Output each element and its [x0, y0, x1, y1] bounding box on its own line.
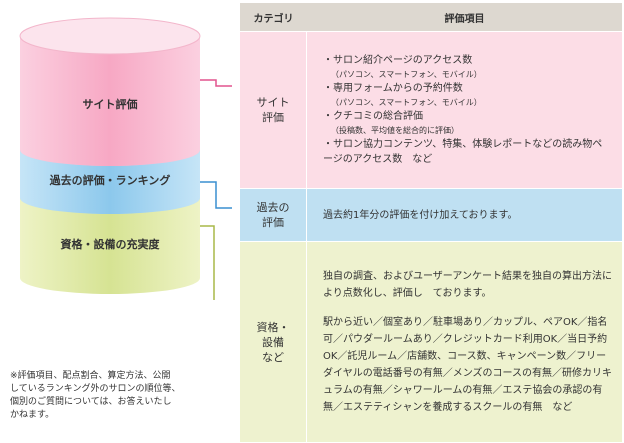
- cylinder-svg: [19, 17, 240, 349]
- facility-description: 独自の調査、およびユーザーアンケート結果を独自の算出方法により点数化し、評価し …: [323, 271, 612, 299]
- items-site: ・サロン紹介ページのアクセス数 （パソコン、スマートフォン、モバイル） ・専用フ…: [307, 32, 622, 188]
- items-past: 過去約1年分の評価を付け加えております。: [307, 189, 622, 241]
- items-facility: 独自の調査、およびユーザーアンケート結果を独自の算出方法により点数化し、評価し …: [307, 242, 622, 442]
- segment-blue: [20, 150, 200, 214]
- segment-label-facility: 資格・設備の充実度: [60, 238, 160, 251]
- disclaimer-note: ※評価項目、配点割合、算定方法、公開 しているランキング外のサロンの順位等、 個…: [10, 371, 181, 420]
- list-item-sub: （パソコン、スマートフォン、モバイル）: [331, 70, 482, 79]
- list-item: ・サロン紹介ページのアクセス数: [323, 55, 473, 66]
- list-item-sub: （パソコン、スマートフォン、モバイル）: [331, 98, 482, 107]
- segment-label-site: サイト評価: [82, 98, 138, 111]
- table-row: 資格・ 設備 など 独自の調査、およびユーザーアンケート結果を独自の算出方法によ…: [240, 242, 622, 442]
- category-past: 過去の 評価: [240, 189, 307, 241]
- past-description: 過去約1年分の評価を付け加えております。: [323, 209, 518, 221]
- segment-pink-top: [19, 17, 201, 55]
- connector-green: [200, 225, 240, 349]
- list-item-sub: （投稿数、平均値を総合的に評価）: [331, 126, 459, 135]
- segment-pink: [20, 36, 200, 166]
- list-item: ・専用フォームからの予約件数: [323, 83, 463, 94]
- table-header-row: カテゴリ 評価項目: [240, 3, 622, 31]
- list-item: ・サロン協力コンテンツ、特集、体験レポートなどの読み物ページのアクセス数 など: [323, 139, 603, 165]
- header-category: カテゴリ: [240, 3, 307, 31]
- category-label: 資格・ 設備 など: [256, 320, 290, 364]
- evaluation-table: カテゴリ 評価項目 サイト 評価 ・サロン紹介ページのアクセス数 （パソコン、ス…: [240, 2, 622, 443]
- category-label: サイト 評価: [256, 96, 290, 124]
- list-item: ・クチコミの総合評価: [323, 111, 423, 122]
- category-facility: 資格・ 設備 など: [240, 242, 307, 442]
- segment-green: [20, 198, 200, 294]
- cylinder-diagram: サイト評価 過去の評価・ランキング 資格・設備の充実度: [0, 0, 240, 349]
- table-row: 過去の 評価 過去約1年分の評価を付け加えております。: [240, 189, 622, 241]
- table-row: サイト 評価 ・サロン紹介ページのアクセス数 （パソコン、スマートフォン、モバイ…: [240, 32, 622, 188]
- connector-pink: [200, 79, 240, 87]
- connector-blue: [200, 181, 240, 209]
- header-items: 評価項目: [307, 3, 622, 31]
- segment-label-past: 過去の評価・ランキング: [49, 174, 171, 187]
- facility-criteria: 駅から近い／個室あり／駐車場あり／カップル、ペアOK／指名可／パウダールームあり…: [323, 317, 612, 413]
- category-site: サイト 評価: [240, 32, 307, 188]
- category-label: 過去の 評価: [256, 201, 290, 229]
